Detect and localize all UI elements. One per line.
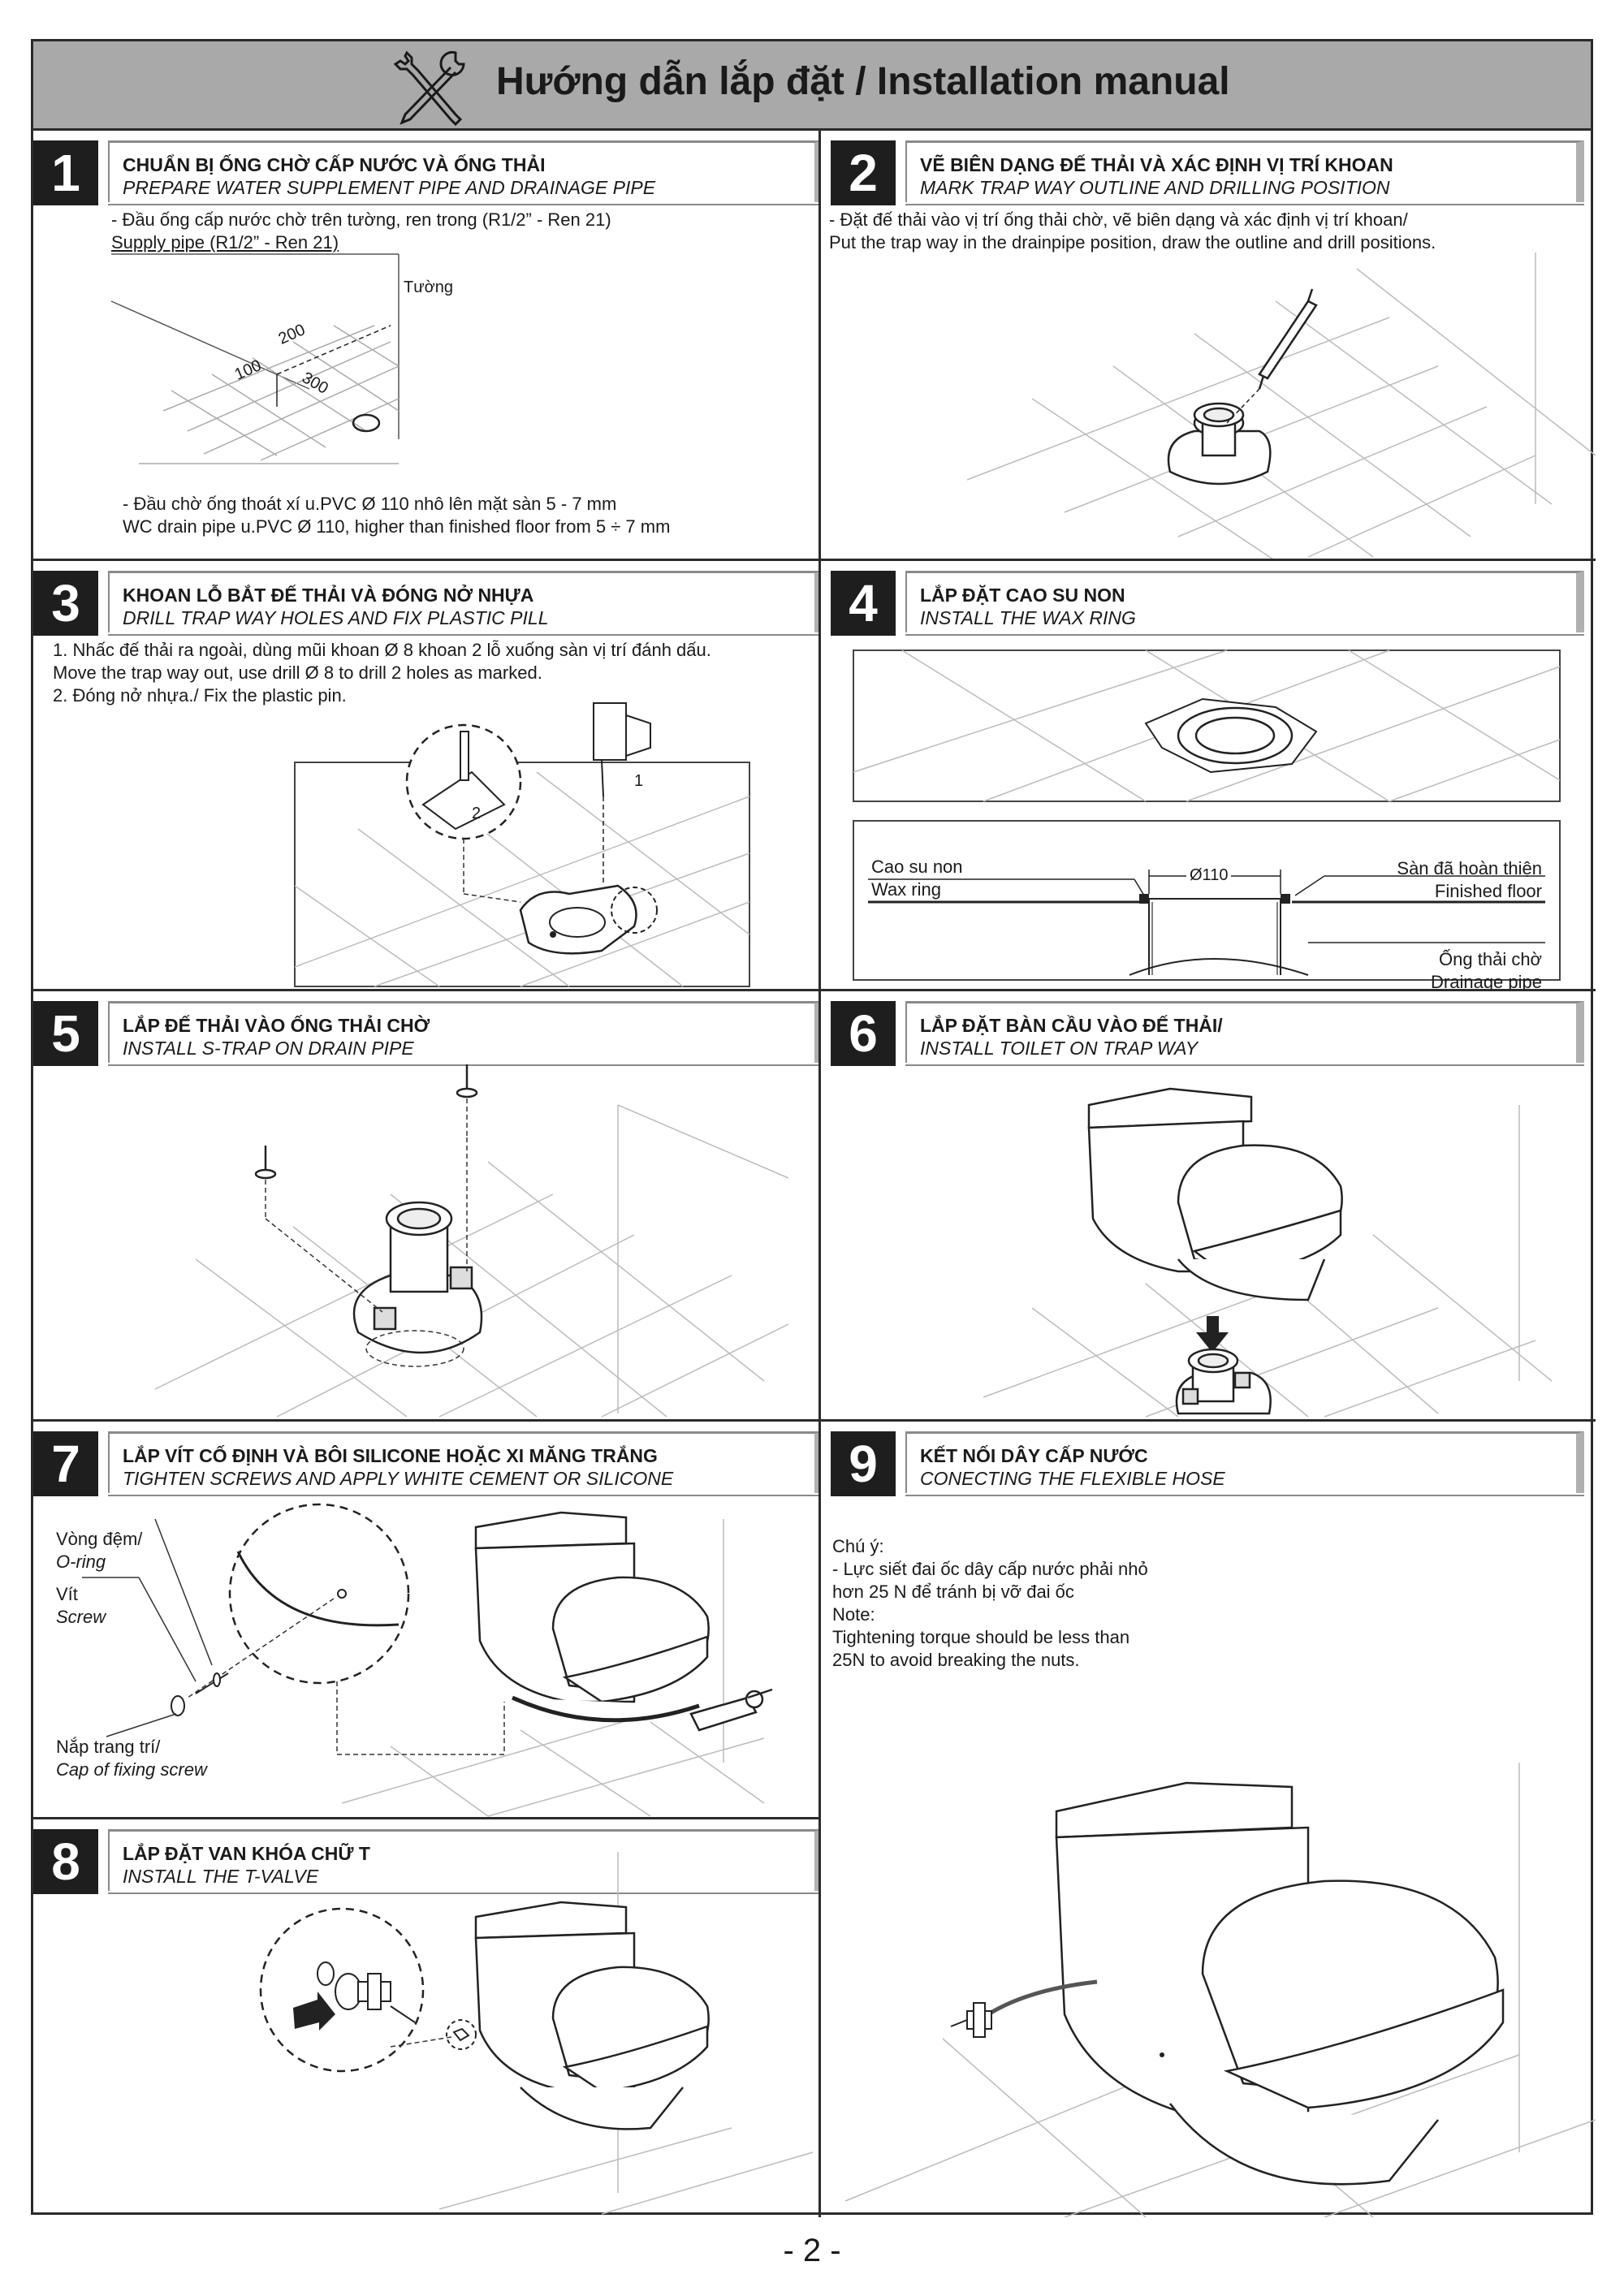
- flexible-hose-illustration: [844, 1763, 1596, 2217]
- t-valve-illustration: [259, 1852, 814, 2215]
- drainage-pipe-label-vi: Ống thải chờ: [1439, 949, 1542, 969]
- step-number: 7: [33, 1431, 98, 1496]
- step-number: 9: [831, 1431, 896, 1496]
- oring-label-en: O-ring: [56, 1552, 106, 1572]
- page-title: Hướng dẫn lắp đặt / Installation manual: [496, 60, 1230, 103]
- header-bar: Hướng dẫn lắp đặt / Installation manual: [33, 41, 1591, 131]
- step-title-en: DRILL TRAP WAY HOLES AND FIX PLASTIC PIL…: [123, 607, 549, 628]
- step-3-text-3: 2. Đóng nở nhựa./ Fix the plastic pin.: [53, 685, 347, 706]
- step-title-vi: VẼ BIÊN DẠNG ĐẾ THẢI VÀ XÁC ĐỊNH VỊ TRÍ …: [920, 154, 1393, 175]
- wax-ring-label-en: Wax ring: [871, 879, 941, 900]
- step-title-box: LẮP VÍT CỐ ĐỊNH VÀ BÔI SILICONE HOẶC XI …: [108, 1431, 818, 1496]
- callout-2: 2: [472, 805, 482, 822]
- step-title-en: TIGHTEN SCREWS AND APPLY WHITE CEMENT OR…: [123, 1468, 674, 1489]
- step-title-vi: LẮP VÍT CỐ ĐỊNH VÀ BÔI SILICONE HOẶC XI …: [123, 1445, 658, 1466]
- callout-1: 1: [634, 772, 644, 790]
- note-text-vi-2: hơn 25 N để tránh bị vỡ đai ốc: [832, 1582, 1074, 1602]
- step-title-box: KHOAN LỖ BẮT ĐẾ THẢI VÀ ĐÓNG NỞ NHỰA DRI…: [108, 571, 818, 636]
- finished-floor-label-vi: Sàn đã hoàn thiện: [1397, 858, 1542, 878]
- step-7-panel: 7 LẮP VÍT CỐ ĐỊNH VÀ BÔI SILICONE HOẶC X…: [33, 1422, 821, 1819]
- s-trap-illustration: [154, 1064, 789, 1418]
- step-9-panel: 9 KẾT NỐI DÂY CẤP NƯỚC CONECTING THE FLE…: [821, 1422, 1596, 2217]
- note-text-en-2: 25N to avoid breaking the nuts.: [832, 1650, 1080, 1670]
- cap-label-en: Cap of fixing screw: [56, 1759, 207, 1780]
- step-1-panel: 1 CHUẨN BỊ ỐNG CHỜ CẤP NƯỚC VÀ ỐNG THẢI …: [33, 131, 821, 561]
- step-2-panel: 2 VẼ BIÊN DẠNG ĐẾ THẢI VÀ XÁC ĐỊNH VỊ TR…: [821, 131, 1596, 561]
- step-title-vi: LẮP ĐẶT BÀN CẦU VÀO ĐẾ THẢI/: [920, 1015, 1223, 1036]
- step-number: 8: [33, 1829, 98, 1894]
- step-title-en: INSTALL S-TRAP ON DRAIN PIPE: [123, 1038, 414, 1059]
- step-2-text-vi: - Đặt đế thải vào vị trí ống thải chờ, v…: [829, 209, 1408, 230]
- note-text-en-1: Tightening torque should be less than: [832, 1627, 1130, 1647]
- screw-label-vi: Vít: [56, 1584, 78, 1604]
- step-title-box: LẮP ĐẾ THẢI VÀO ỐNG THẢI CHỜ INSTALL S-T…: [108, 1001, 818, 1066]
- step-2-text-en: Put the trap way in the drainpipe positi…: [829, 232, 1436, 252]
- step-number: 1: [33, 140, 98, 205]
- screw-label-en: Screw: [56, 1607, 106, 1627]
- note-text-vi-1: - Lực siết đai ốc dây cấp nước phải nhỏ: [832, 1559, 1148, 1579]
- drainage-pipe-label-en: Drainage pipe: [1431, 972, 1542, 991]
- page-number: - 2 -: [783, 2233, 841, 2268]
- wax-ring-illustration: [853, 650, 1561, 981]
- step-title-vi: LẮP ĐẶT CAO SU NON: [920, 585, 1125, 606]
- supply-pipe-text-vi: - Đầu ống cấp nước chờ trên tường, ren t…: [111, 209, 611, 230]
- step-title-box: LẮP ĐẶT VAN KHÓA CHỮ T INSTALL THE T-VAL…: [108, 1829, 818, 1894]
- screw-cement-illustration: [82, 1503, 773, 1817]
- step-6-panel: 6 LẮP ĐẶT BÀN CẦU VÀO ĐẾ THẢI/ INSTALL T…: [821, 991, 1596, 1422]
- drilling-illustration: [294, 702, 750, 987]
- step-title-box: LẮP ĐẶT BÀN CẦU VÀO ĐẾ THẢI/ INSTALL TOI…: [905, 1001, 1584, 1066]
- step-number: 4: [831, 571, 896, 636]
- step-8-panel: 8 LẮP ĐẶT VAN KHÓA CHỮ T INSTALL THE T-V…: [33, 1819, 821, 2217]
- step-title-box: CHUẨN BỊ ỐNG CHỜ CẤP NƯỚC VÀ ỐNG THẢI PR…: [108, 140, 818, 205]
- drain-pipe-text-vi: - Đầu chờ ống thoát xí u.PVC Ø 110 nhô l…: [123, 494, 617, 514]
- step-number: 2: [831, 140, 896, 205]
- cap-label-vi: Nắp trang trí/: [56, 1737, 161, 1757]
- step-3-panel: 3 KHOAN LỖ BẮT ĐẾ THẢI VÀ ĐÓNG NỞ NHỰA D…: [33, 561, 821, 991]
- step-number: 6: [831, 1001, 896, 1066]
- diameter-label: Ø110: [1186, 866, 1232, 885]
- oring-label-vi: Vòng đệm/: [56, 1529, 143, 1549]
- step-number: 3: [33, 571, 98, 636]
- step-title-en: CONECTING THE FLEXIBLE HOSE: [920, 1468, 1225, 1489]
- step-title-box: LẮP ĐẶT CAO SU NON INSTALL THE WAX RING: [905, 571, 1584, 636]
- step-title-vi: LẮP ĐẶT VAN KHÓA CHỮ T: [123, 1843, 370, 1864]
- wall-label: Tường: [404, 278, 453, 296]
- step-3-text-1: 1. Nhấc đế thải ra ngoài, dùng mũi khoan…: [53, 640, 711, 660]
- manual-frame: Hướng dẫn lắp đặt / Installation manual …: [31, 39, 1596, 2217]
- step-3-text-2: Move the trap way out, use drill Ø 8 to …: [53, 662, 542, 683]
- step-5-panel: 5 LẮP ĐẾ THẢI VÀO ỐNG THẢI CHỜ INSTALL S…: [33, 991, 821, 1422]
- step-title-vi: KHOAN LỖ BẮT ĐẾ THẢI VÀ ĐÓNG NỞ NHỰA: [123, 585, 534, 606]
- step-title-en: INSTALL THE WAX RING: [920, 607, 1136, 628]
- step-title-vi: KẾT NỐI DÂY CẤP NƯỚC: [920, 1445, 1148, 1466]
- step-title-vi: CHUẨN BỊ ỐNG CHỜ CẤP NƯỚC VÀ ỐNG THẢI: [123, 154, 546, 175]
- drain-pipe-text-en: WC drain pipe u.PVC Ø 110, higher than f…: [123, 516, 671, 537]
- step-title-en: MARK TRAP WAY OUTLINE AND DRILLING POSIT…: [920, 177, 1390, 198]
- step-title-en: INSTALL TOILET ON TRAP WAY: [920, 1038, 1199, 1059]
- step-title-box: VẼ BIÊN DẠNG ĐẾ THẢI VÀ XÁC ĐỊNH VỊ TRÍ …: [905, 140, 1584, 205]
- step-title-en: INSTALL THE T-VALVE: [123, 1866, 319, 1887]
- finished-floor-label-en: Finished floor: [1434, 881, 1542, 901]
- floor-grid-illustration: [110, 253, 400, 464]
- step-title-vi: LẮP ĐẾ THẢI VÀO ỐNG THẢI CHỜ: [123, 1015, 430, 1036]
- note-title-en: Note:: [832, 1604, 875, 1625]
- supply-pipe-text-en: Supply pipe (R1/2” - Ren 21): [111, 232, 339, 252]
- toilet-install-illustration: [983, 1087, 1553, 1418]
- tools-icon: [393, 50, 465, 127]
- step-title-en: PREPARE WATER SUPPLEMENT PIPE AND DRAINA…: [123, 177, 656, 198]
- step-4-panel: 4 LẮP ĐẶT CAO SU NON INSTALL THE WAX RIN…: [821, 561, 1596, 991]
- step-title-box: KẾT NỐI DÂY CẤP NƯỚC CONECTING THE FLEXI…: [905, 1431, 1584, 1496]
- step-number: 5: [33, 1001, 98, 1066]
- wax-ring-label-vi: Cao su non: [871, 857, 963, 877]
- trap-outline-illustration: [966, 252, 1596, 559]
- note-title-vi: Chú ý:: [832, 1536, 884, 1556]
